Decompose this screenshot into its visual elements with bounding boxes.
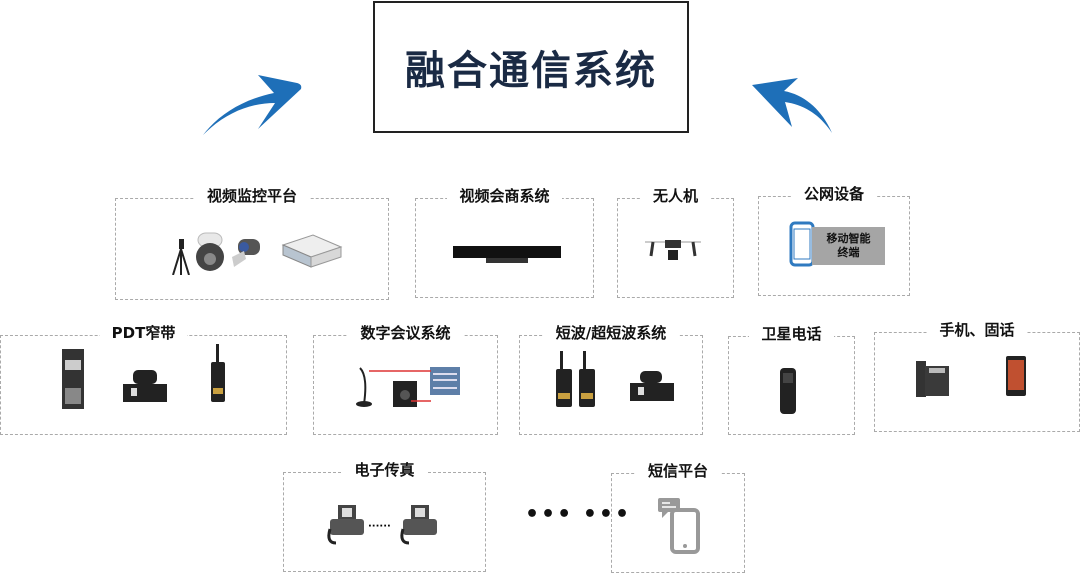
drone-icon	[645, 240, 701, 260]
group-label: 手机、固话	[927, 321, 1027, 339]
dome-camera-icon	[196, 232, 224, 271]
fax-icon	[400, 505, 437, 545]
microphone-icon	[356, 367, 372, 407]
group-sms: 短信平台	[611, 462, 745, 573]
conference-codec-icon	[453, 246, 561, 263]
group-label: 卫星电话	[749, 325, 834, 343]
smartphone-icon	[789, 221, 815, 267]
sms-phone-icon	[658, 498, 700, 554]
mobile-terminal-tag: 移动智能终端	[812, 227, 885, 265]
walkie-talkie-icon	[556, 351, 572, 407]
group-label: 公网设备	[791, 185, 876, 203]
group-fax: 电子传真 ······	[283, 461, 486, 572]
cable-lines	[369, 370, 431, 402]
satellite-phone-icon	[780, 368, 796, 414]
mixer-icon	[430, 367, 460, 395]
group-pdt: PDT窄带	[0, 324, 287, 435]
speaker-icon	[393, 381, 417, 407]
group-video-conference: 视频会商系统	[415, 187, 594, 298]
group-label: 视频会商系统	[447, 187, 562, 205]
vehicle-radio-icon	[123, 370, 167, 402]
group-phones: 手机、固话	[874, 321, 1080, 432]
walkie-talkie-icon	[211, 344, 225, 402]
vehicle-radio-icon	[630, 371, 674, 401]
main-title: 融合通信系统	[405, 48, 657, 94]
group-label: 数字会议系统	[348, 324, 463, 342]
tripod-icon	[172, 239, 190, 275]
mobile-phone-icon	[1006, 356, 1026, 396]
group-shortwave: 短波/超短波系统	[519, 324, 703, 435]
bullet-camera-icon	[232, 239, 260, 267]
group-drone: 无人机	[617, 187, 734, 298]
fax-connector: ······	[368, 521, 391, 532]
fax-icon	[327, 505, 364, 545]
group-digital-conference: 数字会议系统	[313, 324, 498, 435]
group-label: 视频监控平台	[194, 187, 309, 205]
group-video-surveillance: 视频监控平台	[115, 187, 389, 300]
right-arrow-icon	[752, 78, 832, 133]
group-satellite: 卫星电话	[728, 325, 855, 435]
group-label: PDT窄带	[99, 324, 188, 342]
group-label: 无人机	[640, 187, 710, 205]
walkie-talkie-icon	[579, 351, 595, 407]
group-label: 短波/超短波系统	[543, 324, 679, 342]
main-title-box: 融合通信系统	[373, 1, 689, 133]
left-arrow-icon	[203, 75, 302, 135]
base-station-icon	[62, 349, 84, 409]
group-label: 电子传真	[342, 461, 427, 479]
nvr-server-icon	[281, 234, 343, 268]
group-public-network: 公网设备	[758, 185, 910, 296]
group-label: 短信平台	[635, 462, 720, 480]
desk-phone-icon	[916, 361, 949, 397]
